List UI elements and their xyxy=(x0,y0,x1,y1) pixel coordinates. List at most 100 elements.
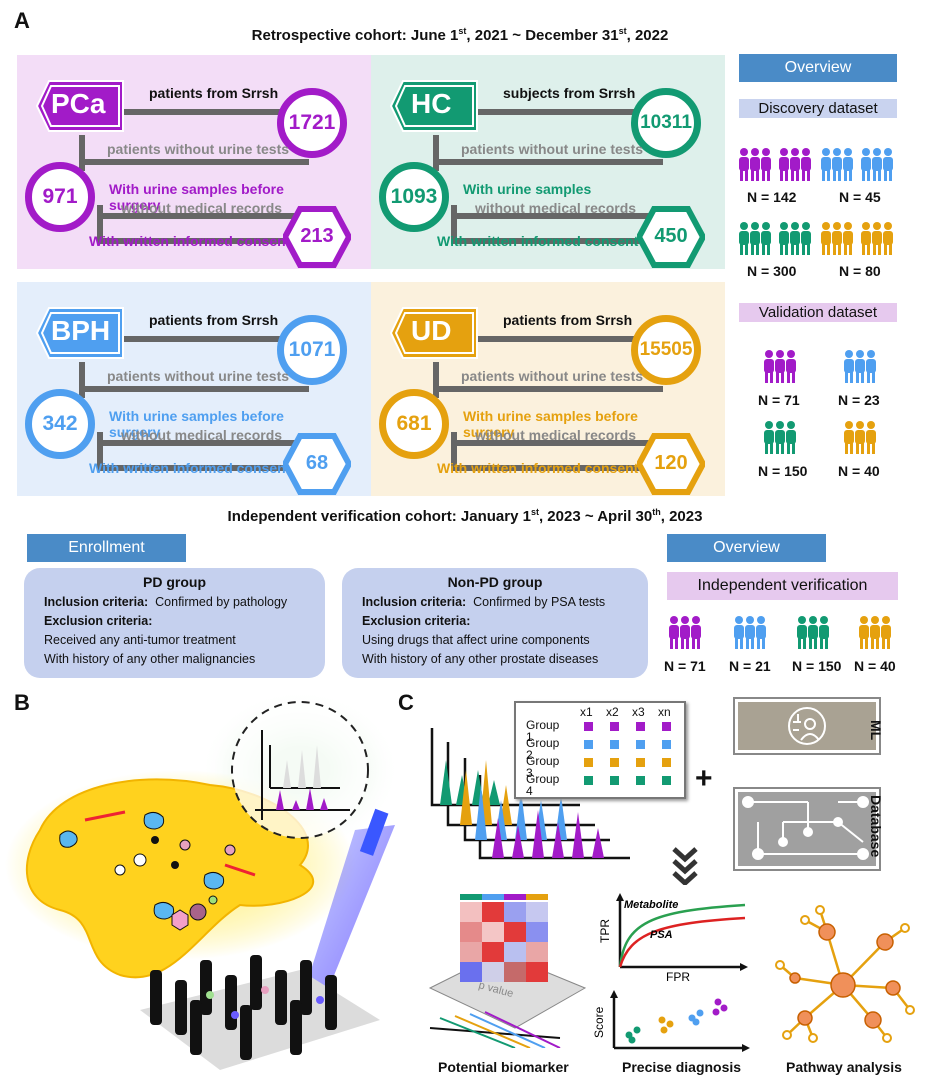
bph-tag-label: BPH xyxy=(51,315,111,346)
tpr-label: TPR xyxy=(600,919,612,943)
verification-count-blue: N = 21 xyxy=(729,658,771,674)
ud-tag xyxy=(389,307,478,359)
retrospective-cohort-title: Retrospective cohort: June 1st, 2021 ~ D… xyxy=(251,26,669,44)
urine-sample-count: 681 xyxy=(379,389,449,459)
feature-cell xyxy=(610,776,619,785)
feature-cell xyxy=(636,722,645,731)
exclusion-no-medical-records: without medical records xyxy=(475,427,637,443)
discovery-count-blue: N = 45 xyxy=(839,189,881,205)
people-blue-icon xyxy=(861,148,893,181)
people-purple-icon xyxy=(739,148,771,181)
enrollment-header: Enrollment xyxy=(27,534,186,562)
feature-cell xyxy=(584,722,593,731)
panel-b-letter: B xyxy=(14,690,30,715)
consent-count: 450 xyxy=(654,225,688,247)
discovery-count-purple: N = 142 xyxy=(747,189,797,205)
pca-tag xyxy=(35,80,124,132)
psa-curve xyxy=(618,916,746,968)
urine-sample-label: With urine samples before surgery xyxy=(109,408,284,440)
people-green-icon xyxy=(739,222,771,255)
consent-count-hexagon xyxy=(637,206,705,268)
pd-group-title: PD group xyxy=(143,574,206,590)
caption-pathway-analysis: Pathway analysis xyxy=(786,1059,902,1075)
validation-count-blue: N = 23 xyxy=(838,392,880,408)
exclusion-no-urine-tests: patients without urine tests xyxy=(461,368,644,384)
cohort-quadrant-pca: PCa patients from Srrsh 1721 patients wi… xyxy=(17,55,371,269)
feature-cell xyxy=(610,740,619,749)
feature-cell xyxy=(610,758,619,767)
score-scatter: Score xyxy=(592,990,750,1052)
plus-sign: + xyxy=(695,762,713,795)
feature-col-header: xn xyxy=(658,705,671,719)
total-count: 1721 xyxy=(277,88,347,158)
urine-droplet xyxy=(26,778,315,979)
metabolite-label: Metabolite xyxy=(624,899,678,911)
database-label: Database xyxy=(868,795,884,858)
urine-sample-label: With urine samples xyxy=(463,181,592,197)
cohort-quadrant-bph: BPH patients from Srrsh 1071 patients wi… xyxy=(17,282,371,496)
ml-label: ML xyxy=(868,720,884,741)
hc-tag xyxy=(389,80,478,132)
bph-tag xyxy=(35,307,124,359)
panel-c-letter: C xyxy=(398,690,414,715)
ud-tag-label: UD xyxy=(411,315,452,346)
urine-sample-count: 971 xyxy=(25,162,95,232)
verification-count-green: N = 150 xyxy=(792,658,842,674)
independent-verification-label: Independent verification xyxy=(667,572,898,600)
exclusion-no-urine-tests: patients without urine tests xyxy=(107,368,290,384)
feature-cell xyxy=(584,776,593,785)
people-orange-icon xyxy=(844,421,876,454)
score-points xyxy=(625,998,728,1044)
verification-overview-header: Overview xyxy=(667,534,826,562)
people-green-icon xyxy=(779,222,811,255)
network-database-icon xyxy=(738,792,876,866)
pd-group-card: PD group Inclusion criteria: Confirmed b… xyxy=(24,568,325,678)
people-blue-icon xyxy=(821,148,853,181)
down-chevrons-icon xyxy=(672,847,698,885)
pd-exclusion-1: Received any anti-tumor treatment xyxy=(44,633,236,647)
exclusion-no-medical-records: without medical records xyxy=(121,427,283,443)
validation-count-orange: N = 40 xyxy=(838,463,880,479)
consent-count: 68 xyxy=(305,452,329,474)
validation-count-green: N = 150 xyxy=(758,463,808,479)
source-label: patients from Srrsh xyxy=(503,312,633,328)
discovery-count-orange: N = 80 xyxy=(839,263,881,279)
molecules xyxy=(59,810,256,931)
urine-sample-label: With urine samples before surgery xyxy=(463,408,638,440)
feature-col-header: x2 xyxy=(606,705,619,719)
verification-count-orange: N = 40 xyxy=(854,658,896,674)
discovery-count-green: N = 300 xyxy=(747,263,797,279)
validation-dataset-label: Validation dataset xyxy=(739,303,897,322)
non-pd-exclusion-2: With history of any other prostate disea… xyxy=(362,652,599,666)
people-orange-icon xyxy=(821,222,853,255)
urine-sample-label: With urine samples before surgery xyxy=(109,181,284,213)
caption-potential-biomarker: Potential biomarker xyxy=(438,1059,569,1075)
consent-count-hexagon xyxy=(637,433,705,495)
feature-col-header: x3 xyxy=(632,705,645,719)
feature-row-label: Group 3 xyxy=(526,754,560,780)
non-pd-group-title: Non-PD group xyxy=(447,574,543,590)
feature-row-label: Group 2 xyxy=(526,736,560,762)
people-orange-icon xyxy=(859,616,891,649)
feature-cell xyxy=(584,740,593,749)
feature-cell xyxy=(610,722,619,731)
pd-exclusion-label: Exclusion criteria: xyxy=(44,614,153,628)
source-label: subjects from Srrsh xyxy=(503,85,636,101)
laser-source xyxy=(359,808,389,856)
discovery-dataset-label: Discovery dataset xyxy=(739,99,897,118)
panel-a-letter: A xyxy=(14,8,30,33)
exclusion-no-medical-records: without medical records xyxy=(121,200,283,216)
verification-count-purple: N = 71 xyxy=(664,658,706,674)
feature-cell xyxy=(636,740,645,749)
consent-count: 120 xyxy=(654,452,688,474)
non-pd-group-card: Non-PD group Inclusion criteria: Confirm… xyxy=(342,568,648,678)
psa-label: PSA xyxy=(650,929,673,941)
total-count: 10311 xyxy=(631,88,701,158)
exclusion-no-urine-tests: patients without urine tests xyxy=(107,141,290,157)
people-purple-icon xyxy=(779,148,811,181)
laser-beam xyxy=(300,825,395,1010)
urine-sample-count: 342 xyxy=(25,389,95,459)
pd-inclusion: Inclusion criteria: Confirmed by patholo… xyxy=(44,595,288,609)
feature-row-label: Group 4 xyxy=(526,772,560,798)
metabolite-curve xyxy=(618,903,746,968)
